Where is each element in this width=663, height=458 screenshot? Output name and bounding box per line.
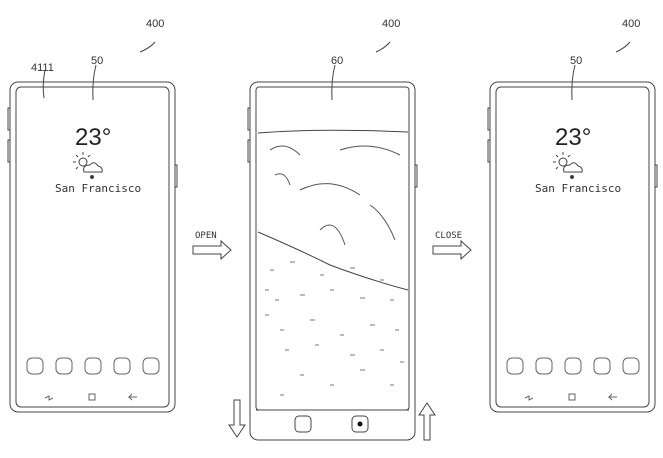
temperature-right: 23° [555,124,592,151]
partly-cloudy-icon [553,152,583,179]
up-arrow-icon [418,402,436,441]
ref-60: 60 [331,55,344,67]
ref-400-right: 400 [622,18,641,30]
switch-camera-icon[interactable] [294,415,312,433]
leader-4111 [42,69,46,99]
phone-right [487,81,658,413]
landscape-ridge [257,231,409,291]
city-left: San Francisco [55,182,142,195]
leader-50-left [92,64,97,101]
ref-4111: 4111 [31,62,54,74]
city-right: San Francisco [535,182,622,195]
shutter-button[interactable] [351,415,369,433]
open-arrow-icon [192,239,232,261]
temperature-left: 23° [75,124,112,151]
phone-left [7,81,178,413]
dock-left [26,357,160,401]
leader-400-right [615,41,631,53]
water-texture [265,261,404,396]
dock-right [506,357,640,401]
close-arrow-icon [432,239,472,261]
leader-400-left [139,41,156,53]
landscape-horizon [257,129,409,134]
phone-middle [247,81,418,441]
ref-50-right: 50 [570,55,583,67]
open-label: OPEN [195,231,217,241]
leader-60 [331,64,336,101]
partly-cloudy-icon [73,152,103,179]
leader-400-middle [375,41,391,53]
ref-50-left: 50 [91,55,104,67]
ref-400-middle: 400 [382,18,401,30]
down-arrow-icon [228,399,246,438]
ref-400-left: 400 [146,18,165,30]
leader-50-right [571,64,576,101]
close-label: CLOSE [435,231,463,241]
shutter-icon [357,421,363,427]
